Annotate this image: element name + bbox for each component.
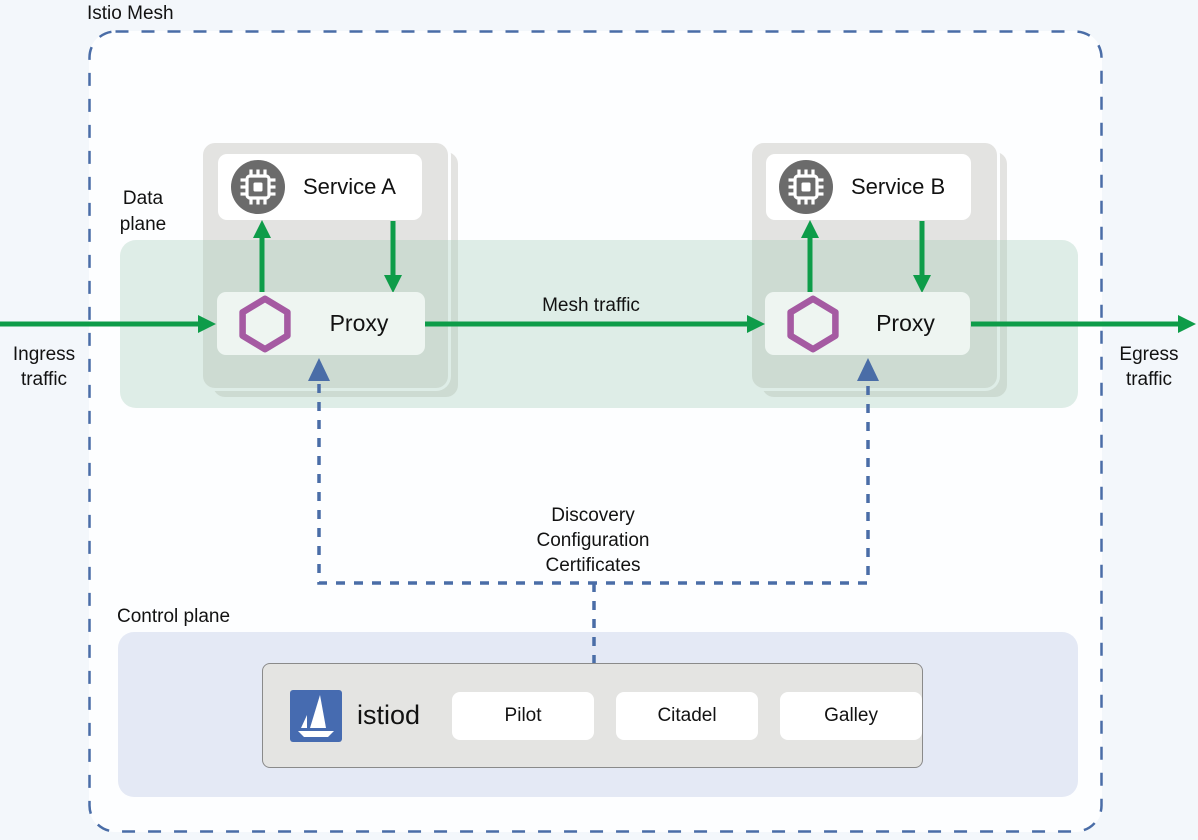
data-plane-label: Data plane [105, 186, 181, 238]
istio-sailboat-icon [290, 689, 342, 742]
istiod-label: istiod [357, 700, 421, 730]
pod-a-service-arrows [253, 220, 402, 293]
connector-arrowhead-proxy-b [857, 358, 879, 381]
diagram-title: Istio Mesh [87, 3, 174, 24]
component-pilot: Pilot [452, 691, 595, 740]
service-b-label: Service B [851, 174, 946, 199]
discovery-configuration-certificates-label: Discovery Configuration Certificates [493, 503, 693, 578]
connector-label-line1: Discovery [551, 505, 635, 526]
data-plane-label-line2: plane [119, 214, 167, 235]
control-plane-label: Control plane [117, 606, 231, 627]
egress-arrow [971, 315, 1196, 333]
istiod-components: Pilot Citadel Galley [452, 691, 923, 740]
mesh-traffic-label: Mesh traffic [542, 295, 640, 316]
component-galley: Galley [780, 691, 923, 740]
istiod-box: istiod Pilot Citadel Galley [262, 663, 923, 768]
proxy-b-label: Proxy [876, 310, 935, 336]
egress-traffic-label: Egress traffic [1105, 342, 1193, 392]
ingress-label-line1: Ingress [12, 344, 76, 365]
envoy-hexagon-icon [239, 295, 291, 352]
data-plane-label-line1: Data [122, 188, 164, 209]
ingress-arrow [0, 315, 216, 333]
ingress-traffic-label: Ingress traffic [2, 342, 86, 392]
mesh-dashed-border [88, 30, 1103, 833]
microchip-icon [779, 160, 833, 214]
service-b-box: Service B [766, 154, 971, 220]
proxy-a-box: Proxy [217, 292, 425, 355]
egress-label-line1: Egress [1119, 344, 1179, 365]
pod-b-service-arrows [801, 220, 931, 293]
egress-label-line2: traffic [1125, 369, 1173, 390]
connector-label-line2: Configuration [536, 530, 650, 551]
mesh-traffic-arrow [425, 315, 765, 333]
envoy-hexagon-icon [787, 295, 839, 352]
connector-label-line3: Certificates [545, 555, 641, 576]
microchip-icon [231, 160, 285, 214]
proxy-b-box: Proxy [765, 292, 970, 355]
proxy-a-label: Proxy [329, 310, 389, 336]
connector-arrowhead-proxy-a [308, 358, 330, 381]
service-a-box: Service A [218, 154, 422, 220]
ingress-label-line2: traffic [20, 369, 68, 390]
istiod-to-proxies-connector [317, 384, 870, 663]
service-a-label: Service A [303, 174, 396, 199]
component-citadel: Citadel [616, 691, 759, 740]
